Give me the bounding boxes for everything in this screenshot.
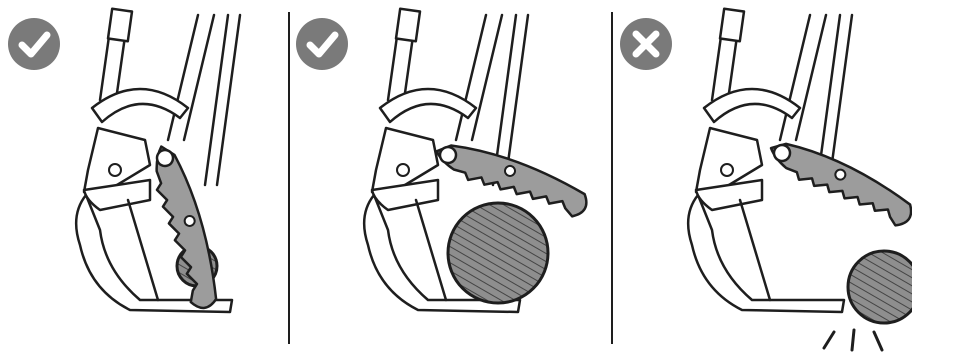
panel-2-correct (288, 0, 588, 355)
panel-divider-1 (288, 12, 290, 344)
log (848, 251, 912, 323)
check-icon (8, 18, 60, 70)
panel-divider-2 (611, 12, 613, 344)
check-icon (296, 18, 348, 70)
panel-1-correct (0, 0, 300, 355)
log (448, 203, 548, 303)
x-icon (620, 18, 672, 70)
panel-3-incorrect (612, 0, 912, 355)
